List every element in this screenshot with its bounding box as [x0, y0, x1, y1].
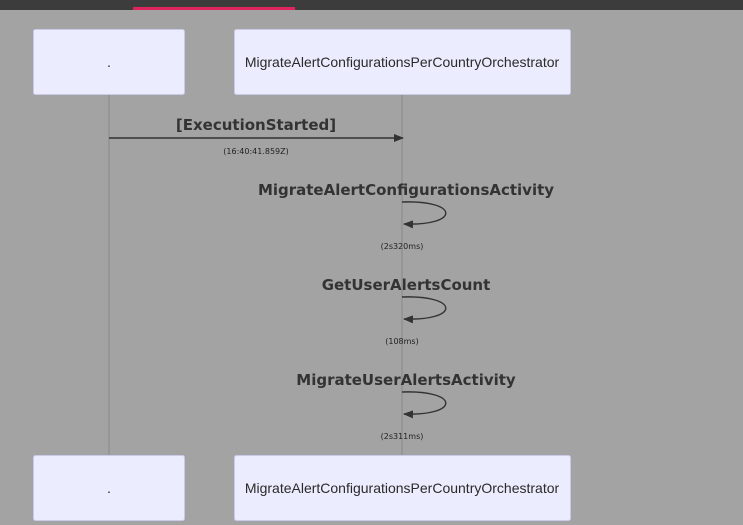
message-get-user-alerts-count: GetUserAlertsCount (108ms)	[322, 276, 491, 346]
self-loop-arrow	[401, 296, 447, 324]
message-execution-started: [ExecutionStarted] (16:40:41.859Z)	[109, 116, 404, 156]
actor-caller-top-label: .	[107, 54, 111, 70]
message-timestamp: (16:40:41.859Z)	[223, 147, 288, 156]
message-migrate-alert-configurations: MigrateAlertConfigurationsActivity (2s32…	[258, 181, 554, 251]
self-loop-arrow	[401, 391, 447, 419]
actor-caller-bottom-label: .	[107, 480, 111, 496]
message-label: MigrateAlertConfigurationsActivity	[258, 181, 554, 199]
top-bar	[0, 0, 743, 10]
actor-orchestrator-bottom-label: MigrateAlertConfigurationsPerCountryOrch…	[245, 480, 560, 496]
message-duration: (2s311ms)	[381, 432, 424, 441]
message-duration: (2s320ms)	[381, 242, 424, 251]
message-migrate-user-alerts: MigrateUserAlertsActivity (2s311ms)	[296, 371, 516, 441]
actor-orchestrator-top: MigrateAlertConfigurationsPerCountryOrch…	[234, 29, 571, 95]
message-label: MigrateUserAlertsActivity	[296, 371, 516, 389]
actor-caller-top: .	[33, 29, 185, 95]
message-label: GetUserAlertsCount	[322, 276, 491, 294]
message-duration: (108ms)	[385, 337, 418, 346]
actor-orchestrator-bottom: MigrateAlertConfigurationsPerCountryOrch…	[234, 455, 571, 521]
active-tab-indicator	[133, 7, 295, 10]
message-label: [ExecutionStarted]	[176, 116, 336, 134]
actor-caller-bottom: .	[33, 455, 185, 521]
actor-orchestrator-top-label: MigrateAlertConfigurationsPerCountryOrch…	[245, 54, 560, 70]
self-loop-arrow	[401, 201, 447, 229]
